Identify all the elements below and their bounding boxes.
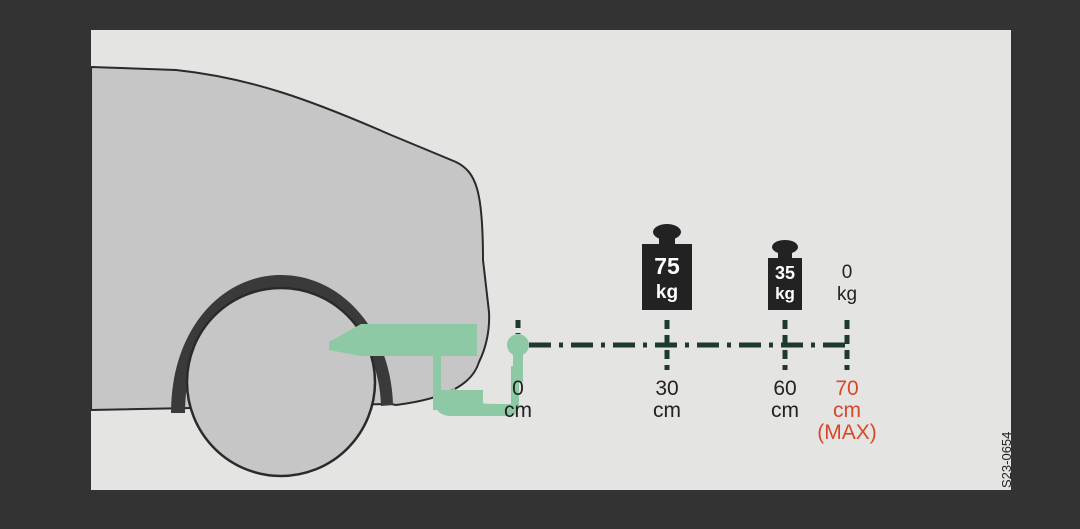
- distance-value: 30: [655, 377, 679, 400]
- weight-0-unit: kg: [836, 284, 858, 305]
- weight-75kg-icon: [642, 224, 692, 310]
- reference-code: S23-0654: [999, 431, 1011, 488]
- diagram-panel: 75 kg 35 kg 0 kg 0 cm 30 cm 60 cm 70 cm …: [91, 30, 1011, 490]
- distance-unit: cm: [833, 399, 861, 422]
- wheel: [185, 286, 377, 478]
- diagram-canvas: [91, 65, 850, 478]
- weight-35-unit: kg: [775, 284, 795, 303]
- weight-0-value: 0: [841, 262, 853, 283]
- tow-hitch: [329, 324, 529, 416]
- distance-label-60: 60 cm: [745, 378, 825, 422]
- weight-35-value: 35: [774, 263, 796, 283]
- distance-label-0: 0 cm: [478, 378, 558, 422]
- distance-unit: cm: [771, 399, 799, 422]
- distance-label-30: 30 cm: [627, 378, 707, 422]
- weight-35kg-icon: [768, 240, 802, 310]
- weight-75-unit: kg: [655, 282, 679, 303]
- distance-value: 60: [773, 377, 797, 400]
- max-note: (MAX): [817, 421, 877, 444]
- distance-label-70-max: 70 cm (MAX): [807, 378, 887, 444]
- distance-unit: cm: [504, 399, 532, 422]
- distance-value: 0: [512, 377, 524, 400]
- distance-value: 70: [835, 377, 859, 400]
- weight-75-value: 75: [654, 253, 680, 279]
- distance-unit: cm: [653, 399, 681, 422]
